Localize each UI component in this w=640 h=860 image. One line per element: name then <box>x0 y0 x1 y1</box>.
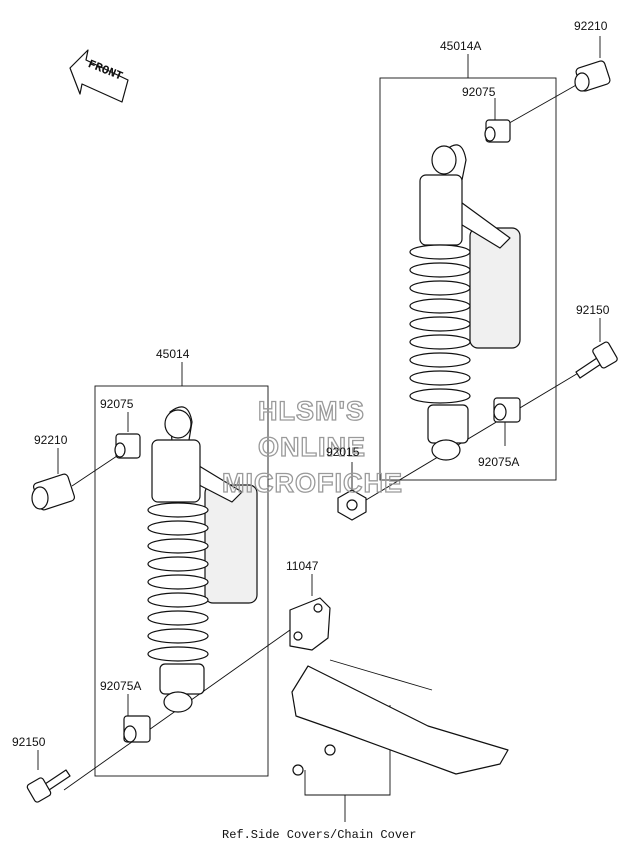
part-label-92015: 92015 <box>326 445 360 459</box>
watermark: HLSM'S ONLINE MICROFICHE <box>221 395 403 498</box>
front-arrow-icon: FRONT <box>69 49 129 103</box>
collar-92075-right <box>484 119 511 143</box>
part-label-11047: 11047 <box>286 559 319 573</box>
reference-note: Ref.Side Covers/Chain Cover <box>222 828 416 842</box>
watermark-line1: HLSM'S <box>258 396 365 426</box>
bracket-11047 <box>289 597 331 651</box>
part-label-92150-right: 92150 <box>576 303 610 317</box>
shock-absorber-45014 <box>147 406 258 713</box>
part-label-92150-left: 92150 <box>12 735 46 749</box>
watermark-line2: ONLINE <box>258 432 366 462</box>
bolt-92150-right <box>575 341 618 379</box>
collar-92075-left <box>114 433 141 459</box>
collar-92075a-right <box>493 397 521 423</box>
part-label-45014a: 45014A <box>440 39 481 53</box>
part-label-92075a-left: 92075A <box>100 679 141 693</box>
bushing-92210-right <box>574 60 611 92</box>
shock-absorber-45014a <box>409 144 521 461</box>
part-label-92075-right: 92075 <box>462 85 496 99</box>
coil-spring <box>147 502 209 662</box>
collar-92075a-left <box>123 715 151 743</box>
part-label-45014: 45014 <box>156 347 190 361</box>
watermark-line3: MICROFICHE <box>222 468 403 498</box>
part-label-92075-left: 92075 <box>100 397 134 411</box>
nut-92015 <box>337 489 367 521</box>
assembly-box-45014 <box>94 385 269 777</box>
coil-spring <box>409 244 471 404</box>
bolt-92150-left <box>26 769 71 803</box>
part-label-92210-left: 92210 <box>34 433 68 447</box>
part-label-92075a-right: 92075A <box>478 455 519 469</box>
part-label-92210-right: 92210 <box>574 19 608 33</box>
bushing-92210-left <box>31 473 76 511</box>
chain-cover-reference <box>291 665 509 776</box>
